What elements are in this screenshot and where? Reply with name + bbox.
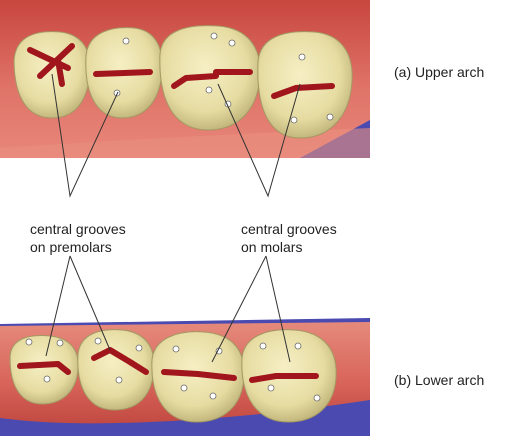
premolar-groove-label-line2: on premolars [30, 239, 112, 256]
molar-groove-label-line2: on molars [241, 239, 302, 256]
lower-arch-model [0, 318, 370, 436]
lower-arch-label: (b) Lower arch [394, 372, 484, 389]
upper-arch-model [0, 0, 370, 158]
upper-arch-label: (a) Upper arch [394, 64, 484, 81]
upper-premolar-2-groove [96, 72, 150, 74]
molar-groove-label-line1: central grooves [241, 221, 337, 238]
premolar-groove-label-line1: central grooves [30, 221, 126, 238]
